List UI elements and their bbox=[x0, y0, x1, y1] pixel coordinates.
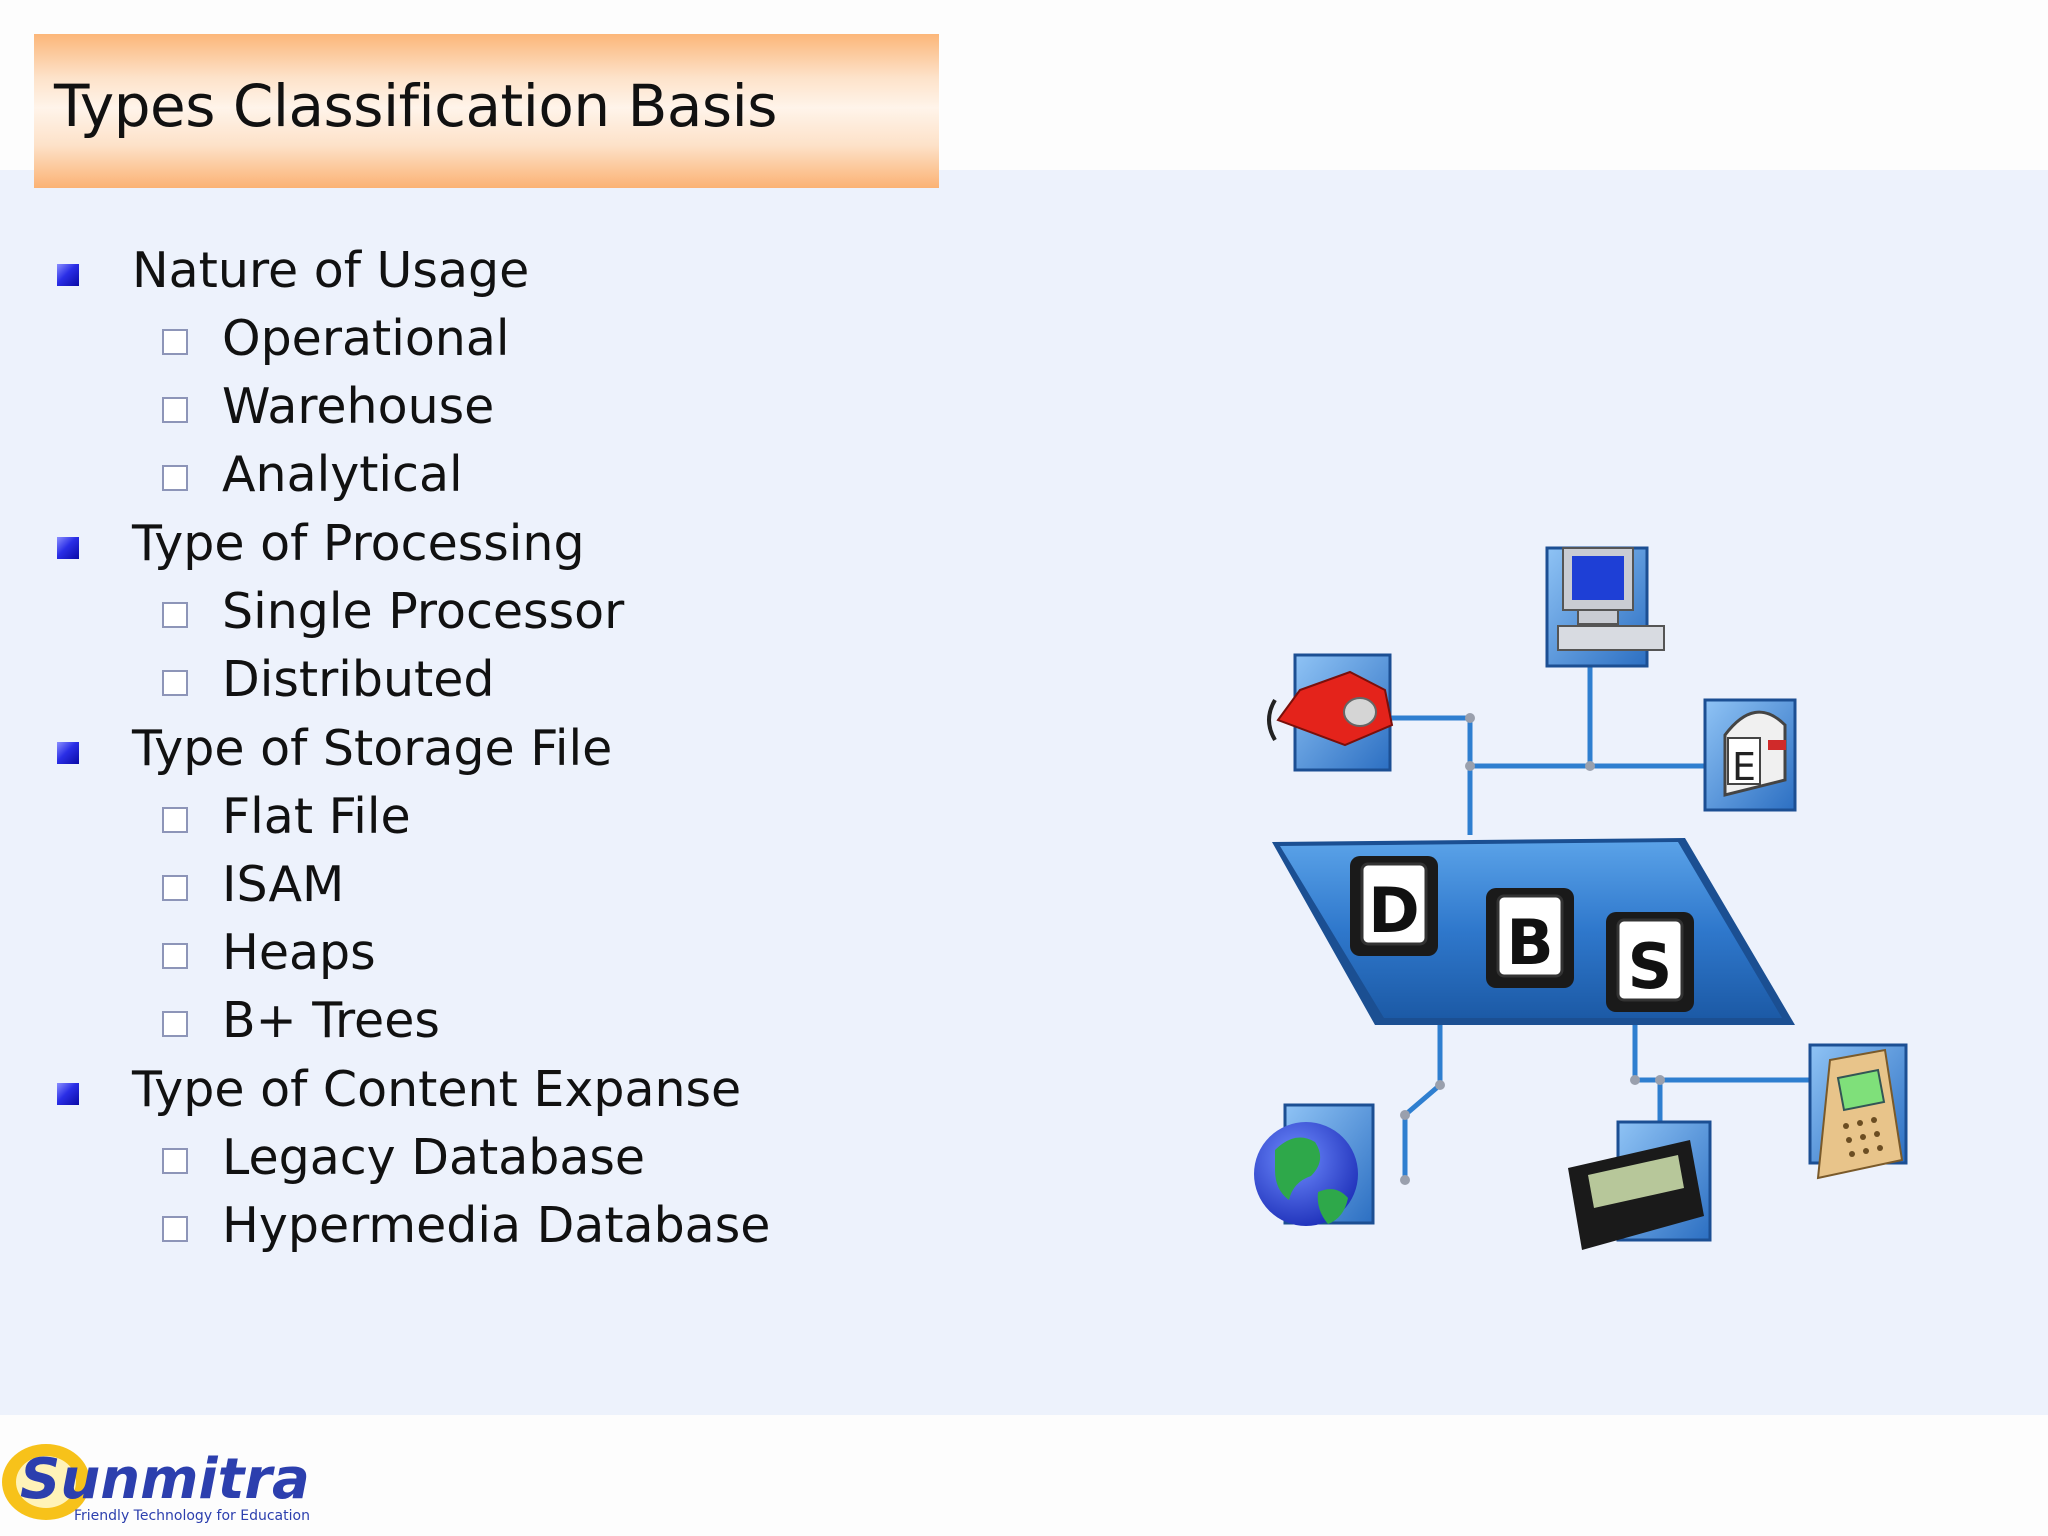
outline-item-b-plus-trees: B+ Trees bbox=[222, 992, 440, 1049]
telephone-icon bbox=[1267, 653, 1394, 772]
title-bar: Types Classification Basis bbox=[34, 34, 939, 188]
bullet-box-icon bbox=[162, 329, 188, 355]
footer-band bbox=[0, 1415, 2048, 1536]
outline-item-operational: Operational bbox=[222, 310, 510, 367]
dbs-panel: D B S bbox=[1272, 838, 1795, 1025]
outline-heading-1: Nature of Usage bbox=[132, 242, 530, 299]
bullet-square-icon bbox=[57, 264, 79, 286]
dbs-network-illustration: D B S E bbox=[1254, 546, 1908, 1250]
bullet-box-icon bbox=[162, 397, 188, 423]
outline-item-analytical: Analytical bbox=[222, 446, 463, 503]
mailbox-letter-e: E bbox=[1732, 745, 1756, 789]
svg-text:Sunmitra: Sunmitra bbox=[20, 1447, 310, 1512]
bullet-square-icon bbox=[57, 742, 79, 764]
bullet-box-icon bbox=[162, 875, 188, 901]
svg-text:Friendly Technology for Educat: Friendly Technology for Education bbox=[74, 1508, 310, 1524]
network-junctions bbox=[1400, 713, 1665, 1185]
globe-icon bbox=[1254, 1103, 1375, 1226]
dbs-letter-b: B bbox=[1506, 906, 1553, 979]
bullet-box-icon bbox=[162, 670, 188, 696]
dbs-letter-s: S bbox=[1628, 930, 1673, 1003]
outline-heading-3: Type of Storage File bbox=[132, 720, 613, 777]
outline-heading-4: Type of Content Expanse bbox=[132, 1061, 742, 1118]
bullet-box-icon bbox=[162, 807, 188, 833]
sunmitra-logo: Sunmitra Friendly Technology for Educati… bbox=[2, 1444, 310, 1524]
computer-icon bbox=[1545, 546, 1665, 668]
outline-heading-2: Type of Processing bbox=[132, 515, 585, 572]
outline-item-single-processor: Single Processor bbox=[222, 583, 625, 640]
outline-item-hypermedia-database: Hypermedia Database bbox=[222, 1197, 771, 1254]
slide-title: Types Classification Basis bbox=[54, 72, 777, 140]
outline-item-heaps: Heaps bbox=[222, 924, 376, 981]
bullet-square-icon bbox=[57, 1083, 79, 1105]
bullet-box-icon bbox=[162, 602, 188, 628]
outline-item-isam: ISAM bbox=[222, 856, 345, 913]
outline-item-legacy-database: Legacy Database bbox=[222, 1129, 646, 1186]
mailbox-icon: E bbox=[1703, 698, 1797, 812]
outline-item-flat-file: Flat File bbox=[222, 788, 411, 845]
outline-list: Nature of Usage Operational Warehouse An… bbox=[0, 0, 1100, 1300]
bullet-box-icon bbox=[162, 943, 188, 969]
dbs-letter-d: D bbox=[1368, 874, 1419, 947]
bullet-box-icon bbox=[162, 1148, 188, 1174]
bullet-box-icon bbox=[162, 1216, 188, 1242]
bullet-box-icon bbox=[162, 1011, 188, 1037]
bullet-box-icon bbox=[162, 465, 188, 491]
pager-icon bbox=[1568, 1120, 1712, 1250]
mobile-phone-icon bbox=[1808, 1043, 1908, 1180]
outline-item-warehouse: Warehouse bbox=[222, 378, 495, 435]
bullet-square-icon bbox=[57, 537, 79, 559]
outline-item-distributed: Distributed bbox=[222, 651, 495, 708]
